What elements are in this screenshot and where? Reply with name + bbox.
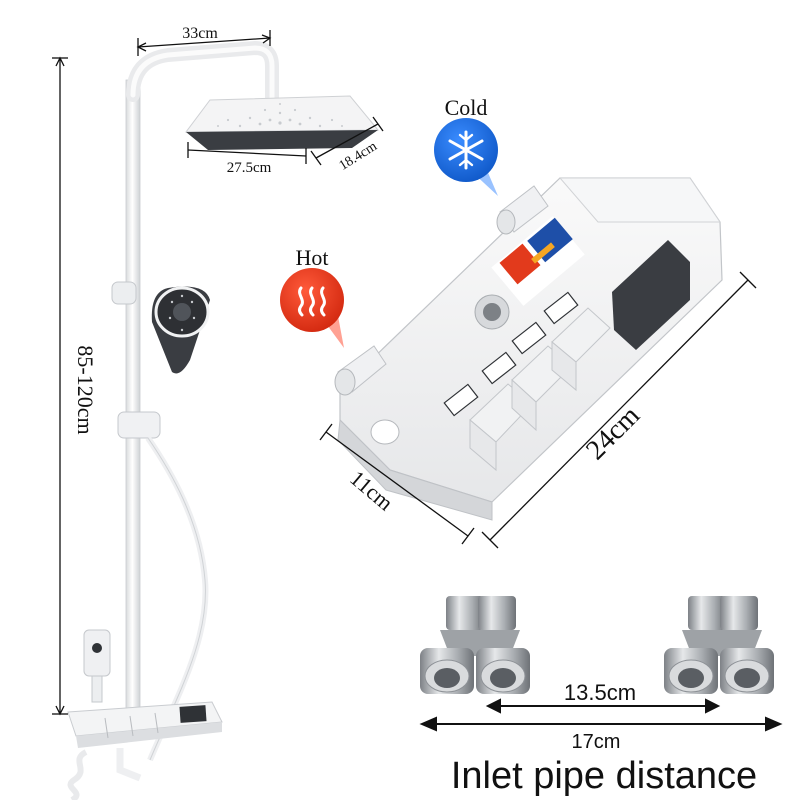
head-plate-depth-dimension	[310, 116, 384, 166]
heat-waves-icon	[297, 286, 326, 317]
cold-label: Cold	[445, 95, 488, 120]
hot-badge	[280, 268, 344, 348]
rain-shower-head	[184, 95, 380, 150]
inlet-outer-label: 17cm	[572, 731, 621, 753]
inlet-fitting-left	[420, 596, 530, 694]
handheld-shower	[151, 286, 210, 374]
valve-panel	[334, 177, 723, 521]
hot-label: Hot	[296, 245, 329, 270]
cold-badge	[434, 118, 498, 196]
mixer-valve-small	[67, 701, 223, 800]
height-range-label: 85-120cm	[73, 345, 98, 434]
head-plate-width-dimension	[187, 142, 307, 164]
hot-inlet	[334, 345, 387, 396]
inlet-outer-dimension	[419, 716, 783, 732]
bidet-sprayer	[83, 629, 111, 703]
snowflake-icon	[448, 130, 484, 170]
cold-inlet	[496, 185, 549, 235]
valve-length-dimension	[481, 271, 757, 549]
head-plate-width-label: 27.5cm	[227, 160, 272, 176]
inlet-fitting-right	[664, 596, 774, 694]
shower-column	[111, 40, 279, 762]
valve-depth-dimension	[319, 423, 475, 545]
footer-title: Inlet pipe distance	[451, 755, 757, 797]
inlet-center-dimension	[485, 698, 721, 714]
top-width-dimension	[136, 30, 272, 56]
inlet-center-label: 13.5cm	[564, 680, 636, 705]
valve-length-label: 24cm	[580, 400, 646, 466]
height-dimension	[52, 56, 68, 716]
head-width-label: 33cm	[182, 25, 218, 42]
